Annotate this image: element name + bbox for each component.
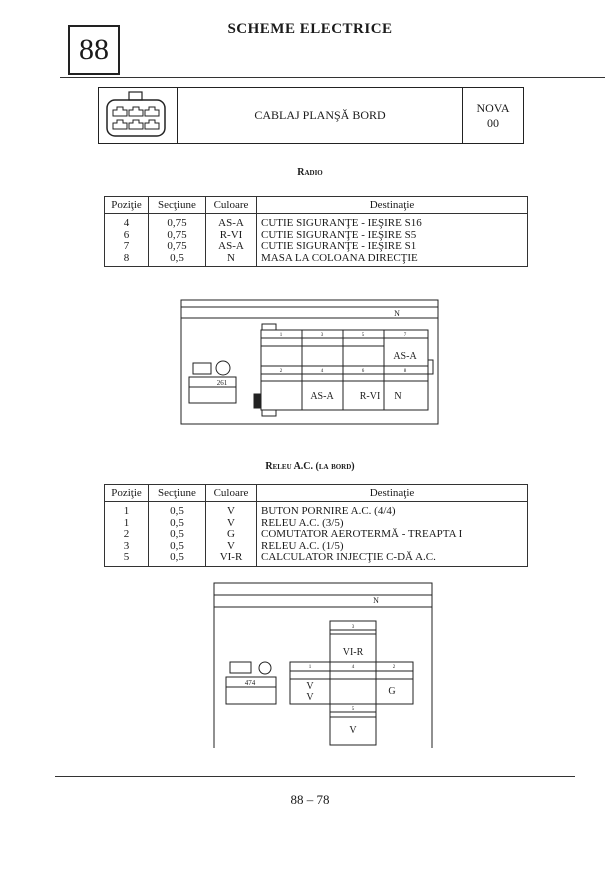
cell: BUTON PORNIRE A.C. (4/4): [256, 501, 528, 518]
header-divider: [60, 77, 605, 78]
cell: 5: [104, 551, 149, 567]
pin-number: 2: [280, 369, 283, 374]
component-number: 261: [217, 379, 228, 387]
relay-section-title: Releu A.C. (la bord): [265, 461, 355, 472]
pin-number: 3: [321, 333, 324, 338]
pin-number: 1: [309, 665, 312, 670]
wire-color: VI-R: [343, 647, 364, 658]
cell: G: [205, 528, 257, 541]
cell: RELEU A.C. (1/5): [256, 540, 528, 552]
harness-label: N: [394, 309, 400, 318]
pin-number: 3: [352, 625, 355, 630]
cell: VI-R: [205, 551, 257, 567]
connector-6pin-icon: [99, 88, 178, 143]
pin-number: 6: [362, 369, 365, 374]
pin-number: 8: [404, 369, 407, 374]
wire-color: G: [388, 686, 395, 697]
col-header: Destinaţie: [256, 196, 528, 214]
cell: RELEU A.C. (3/5): [256, 517, 528, 529]
wire-color: R-VI: [360, 391, 381, 402]
connector-header: CABLAJ PLANŞĂ BORD NOVA 00: [98, 87, 524, 144]
col-header: Culoare: [205, 484, 257, 502]
wire-color: V: [306, 692, 314, 703]
page-number: 88 – 78: [290, 792, 330, 807]
cell: CUTIE SIGURANŢE - IEŞIRE S16: [256, 213, 528, 230]
col-header: Poziţie: [104, 484, 149, 502]
col-header: Culoare: [205, 196, 257, 214]
wire-color: N: [394, 391, 401, 402]
page-title: SCHEME ELECTRICE: [227, 21, 393, 37]
cell: V: [205, 501, 257, 518]
pin-number: 5: [352, 707, 355, 712]
cell: 0,5: [148, 551, 206, 567]
wire-color: AS-A: [393, 351, 417, 362]
cell: 0,5: [148, 501, 206, 518]
pin-number: 4: [352, 665, 355, 670]
col-header: Secţiune: [148, 484, 206, 502]
chapter-number-box: 88: [68, 25, 120, 75]
radio-connector-diagram: [180, 299, 439, 425]
col-header: Secţiune: [148, 196, 206, 214]
component-number: 474: [245, 679, 256, 687]
footer-divider: [55, 776, 575, 777]
connector-name: CABLAJ PLANŞĂ BORD: [254, 108, 386, 122]
pin-number: 1: [280, 333, 283, 338]
radio-section-title: Radio: [297, 167, 323, 178]
table-header: Poziţie Secţiune Culoare Destinaţie: [104, 484, 528, 502]
harness-label: N: [373, 596, 379, 605]
col-header: Destinaţie: [256, 484, 528, 502]
pin-number: 7: [404, 333, 407, 338]
pin-number: 5: [362, 333, 365, 338]
pin-number: 2: [393, 665, 396, 670]
wire-color: V: [349, 725, 357, 736]
relay-connector-diagram: [213, 582, 433, 748]
vehicle-cell: NOVA 00: [462, 88, 523, 143]
wire-color: AS-A: [310, 391, 334, 402]
table-header: Poziţie Secţiune Culoare Destinaţie: [104, 196, 528, 214]
cell: CALCULATOR INJECŢIE C-DĂ A.C.: [256, 551, 528, 567]
cell: 0,5: [148, 528, 206, 541]
cell: MASA LA COLOANA DIRECŢIE: [256, 252, 528, 267]
cell: 2: [104, 528, 149, 541]
pin-number: 4: [321, 369, 324, 374]
wire-color: V: [306, 681, 314, 692]
cell: 1: [104, 501, 149, 518]
cell: COMUTATOR AEROTERMĂ - TREAPTA I: [256, 528, 528, 541]
vehicle-name: NOVA: [476, 100, 510, 115]
cell: CUTIE SIGURANŢE - IEŞIRE S5: [256, 229, 528, 241]
cell: CUTIE SIGURANŢE - IEŞIRE S1: [256, 240, 528, 253]
vehicle-code: 00: [487, 115, 499, 130]
